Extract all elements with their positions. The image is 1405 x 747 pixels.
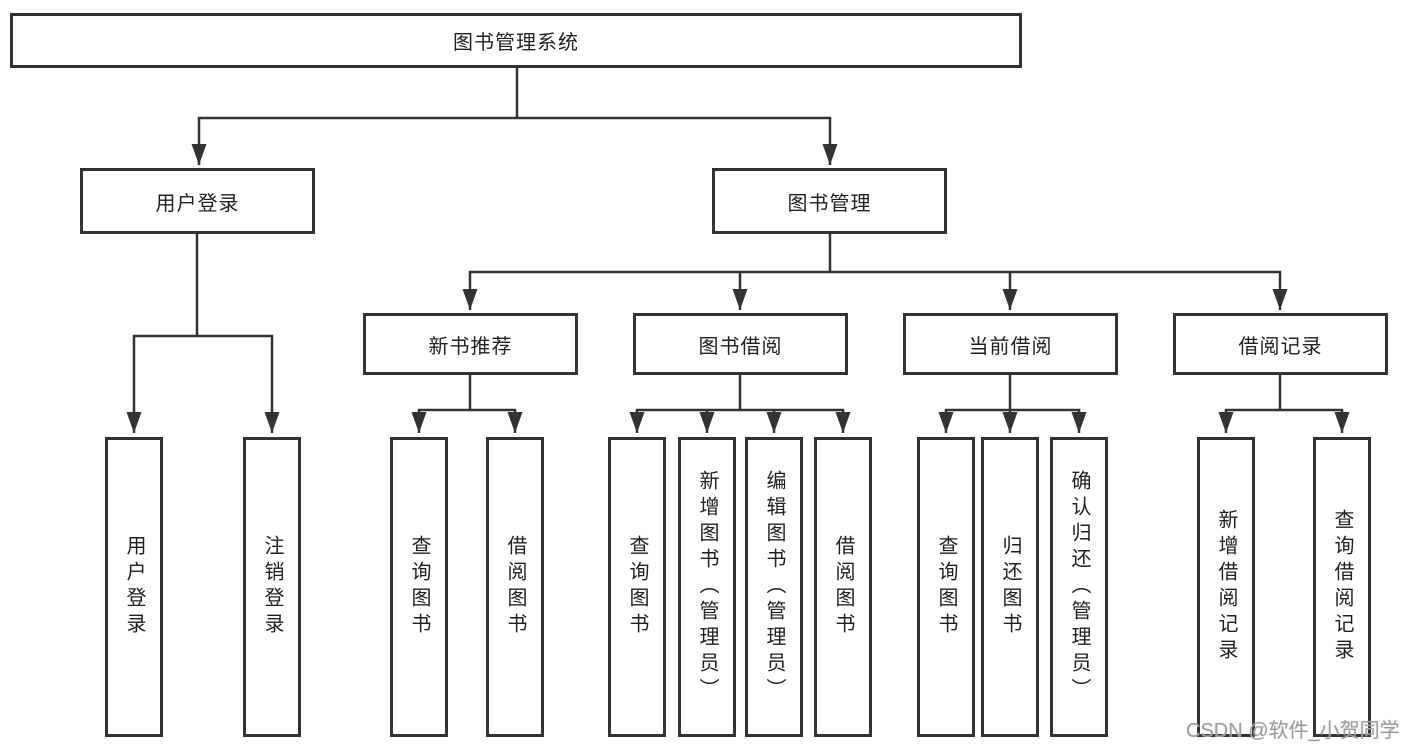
- leaf-return-book: 归还图书: [981, 437, 1039, 737]
- leaf-edit-book-admin: 编辑图书（管理员）: [745, 437, 803, 737]
- edges-user-login: [126, 234, 280, 433]
- node-borrow-records-label: 借阅记录: [1238, 335, 1323, 358]
- leaf-query-books-borrow-label: 查询图书: [626, 535, 648, 639]
- leaf-query-borrow-record-label: 查询借阅记录: [1331, 509, 1353, 665]
- node-new-book-recommend: 新书推荐: [363, 313, 578, 375]
- leaf-borrow-books-recommend-label: 借阅图书: [504, 535, 526, 639]
- leaf-confirm-return-admin-label: 确认归还（管理员）: [1068, 470, 1090, 704]
- node-user-login-label: 用户登录: [155, 192, 240, 215]
- leaf-add-borrow-record-label: 新增借阅记录: [1215, 509, 1237, 665]
- leaf-logout-label: 注销登录: [261, 535, 283, 639]
- leaf-edit-book-admin-label: 编辑图书（管理员）: [763, 470, 785, 704]
- leaf-add-book-admin-label: 新增图书（管理员）: [696, 470, 718, 704]
- node-borrow-records: 借阅记录: [1173, 313, 1388, 375]
- leaf-borrow-books: 借阅图书: [814, 437, 872, 737]
- leaf-query-books-current: 查询图书: [917, 437, 975, 737]
- edges-book-borrow: [629, 375, 851, 433]
- leaf-query-borrow-record: 查询借阅记录: [1313, 437, 1371, 737]
- edges-current-borrow: [938, 375, 1087, 433]
- leaf-add-borrow-record: 新增借阅记录: [1197, 437, 1255, 737]
- edges-borrow-records: [1218, 375, 1350, 433]
- leaf-user-login-label: 用户登录: [123, 535, 145, 639]
- edges-root: [191, 68, 838, 165]
- node-book-borrow: 图书借阅: [633, 313, 848, 375]
- leaf-confirm-return-admin: 确认归还（管理员）: [1050, 437, 1108, 737]
- node-book-management: 图书管理: [712, 168, 947, 234]
- node-user-login: 用户登录: [80, 168, 315, 234]
- leaf-user-login: 用户登录: [105, 437, 163, 737]
- leaf-query-books-borrow: 查询图书: [608, 437, 666, 737]
- leaf-return-book-label: 归还图书: [999, 535, 1021, 639]
- leaf-logout: 注销登录: [243, 437, 301, 737]
- node-new-book-recommend-label: 新书推荐: [428, 335, 513, 358]
- edges-book-management: [462, 234, 1288, 310]
- leaf-query-books-recommend-label: 查询图书: [408, 535, 430, 639]
- node-current-borrow-label: 当前借阅: [968, 335, 1053, 358]
- csdn-watermark: CSDN @软件_小贺同学: [1186, 720, 1400, 742]
- node-root-label: 图书管理系统: [453, 32, 579, 54]
- leaf-add-book-admin: 新增图书（管理员）: [678, 437, 736, 737]
- node-book-management-label: 图书管理: [787, 192, 872, 215]
- leaf-borrow-books-label: 借阅图书: [832, 535, 854, 639]
- node-current-borrow: 当前借阅: [903, 313, 1118, 375]
- edges-new-book-recommend: [411, 375, 523, 433]
- node-book-borrow-label: 图书借阅: [698, 335, 783, 358]
- node-root: 图书管理系统: [10, 13, 1022, 68]
- leaf-query-books-current-label: 查询图书: [935, 535, 957, 639]
- leaf-query-books-recommend: 查询图书: [390, 437, 448, 737]
- leaf-borrow-books-recommend: 借阅图书: [486, 437, 544, 737]
